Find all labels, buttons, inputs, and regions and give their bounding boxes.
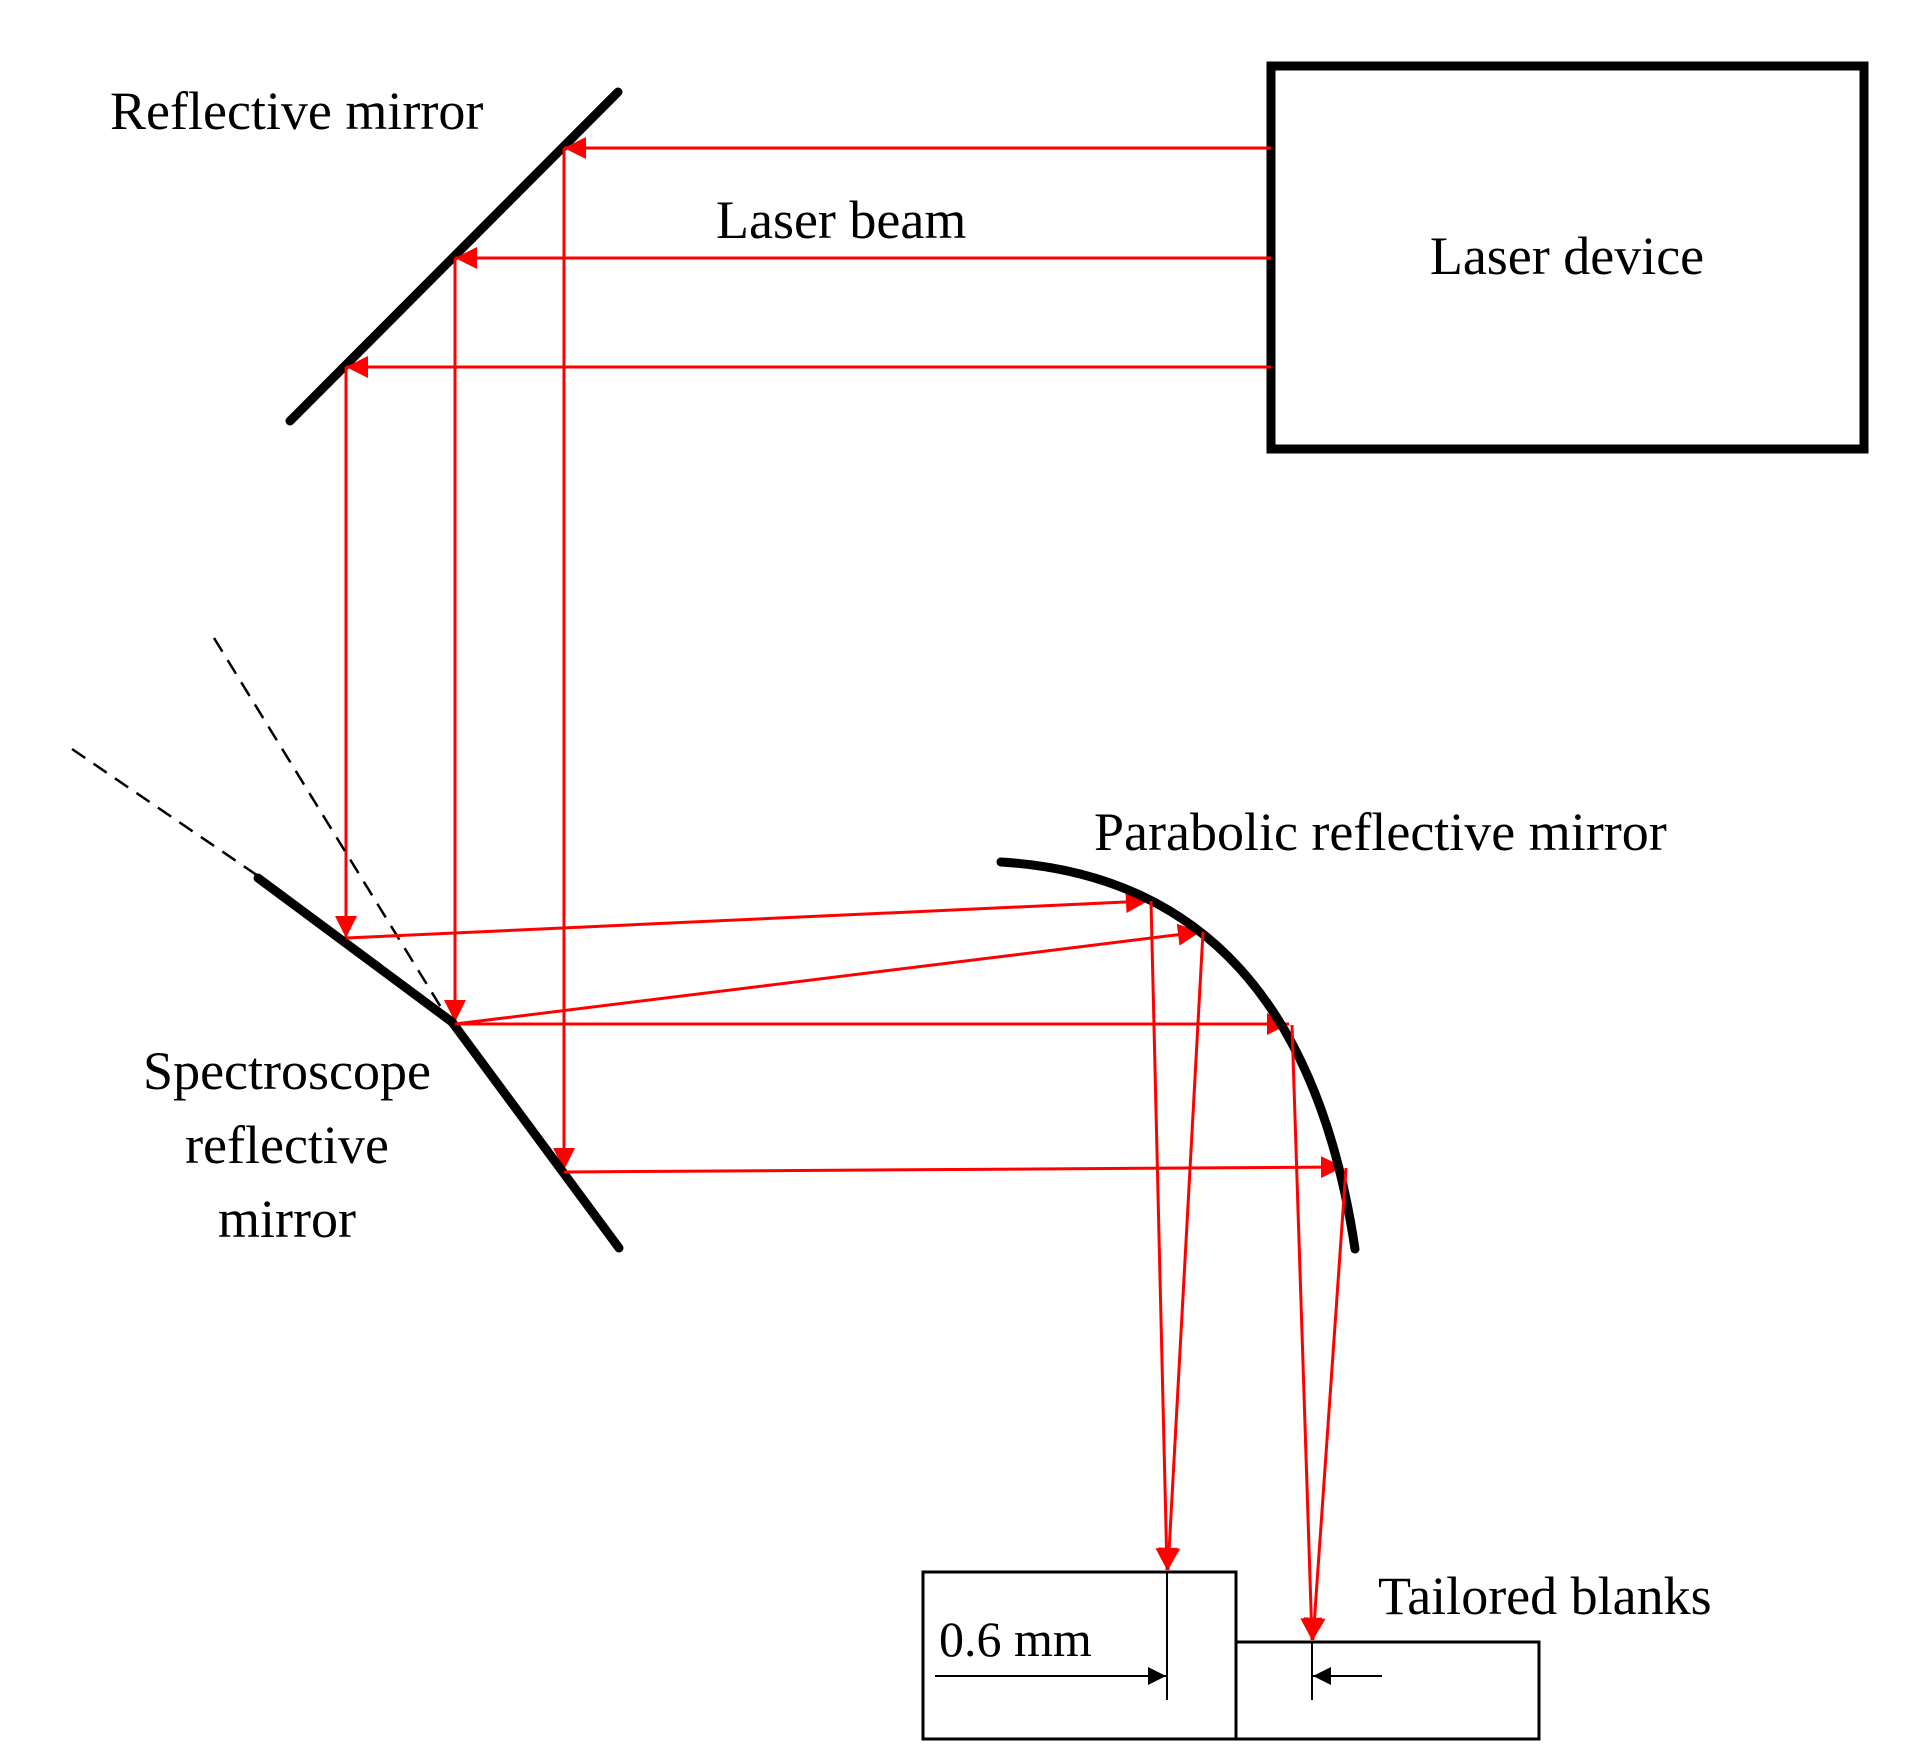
focus-beam-4 (1303, 1167, 1348, 1641)
gap-dimension (935, 1572, 1382, 1700)
spectroscope-mirror-upper (253, 873, 457, 1027)
vertical-laser-beams (335, 148, 575, 1170)
dashed-line-steep (212, 637, 452, 1023)
spectroscope-label-line2: reflective (185, 1115, 389, 1175)
focused-beams (1149, 900, 1348, 1641)
parabolic-mirror-label: Parabolic reflective mirror (1094, 802, 1667, 862)
tailored-blanks-label: Tailored blanks (1378, 1566, 1712, 1626)
spectroscope-mirror (253, 873, 624, 1253)
incoming-laser-beams (346, 137, 1271, 378)
tailored-blanks (921, 1570, 1541, 1741)
dashed-line-shallow (71, 747, 265, 882)
reflected-beams (345, 891, 1344, 1179)
gap-dimension-label: 0.6 mm (939, 1611, 1092, 1667)
beam-to-parabolic-2 (454, 923, 1201, 1026)
beam-to-parabolic-4 (563, 1156, 1344, 1179)
spectroscope-label-line3: mirror (218, 1189, 356, 1249)
spectroscope-label-line1: Spectroscope (143, 1041, 431, 1101)
dashed-reference-lines (71, 637, 452, 1023)
beam-to-parabolic-1 (345, 891, 1149, 940)
parabolic-mirror (996, 857, 1360, 1254)
spectroscope-mirror-lower (447, 1017, 624, 1253)
laser-beam-label: Laser beam (716, 190, 966, 250)
focus-beam-1 (1149, 900, 1178, 1571)
thin-blank (1234, 1640, 1541, 1741)
focus-beam-3 (1290, 1024, 1323, 1641)
laser-device-label: Laser device (1430, 226, 1704, 286)
focus-beam-2 (1158, 931, 1205, 1571)
reflective-mirror (285, 87, 623, 426)
reflective-mirror-label: Reflective mirror (110, 81, 483, 141)
